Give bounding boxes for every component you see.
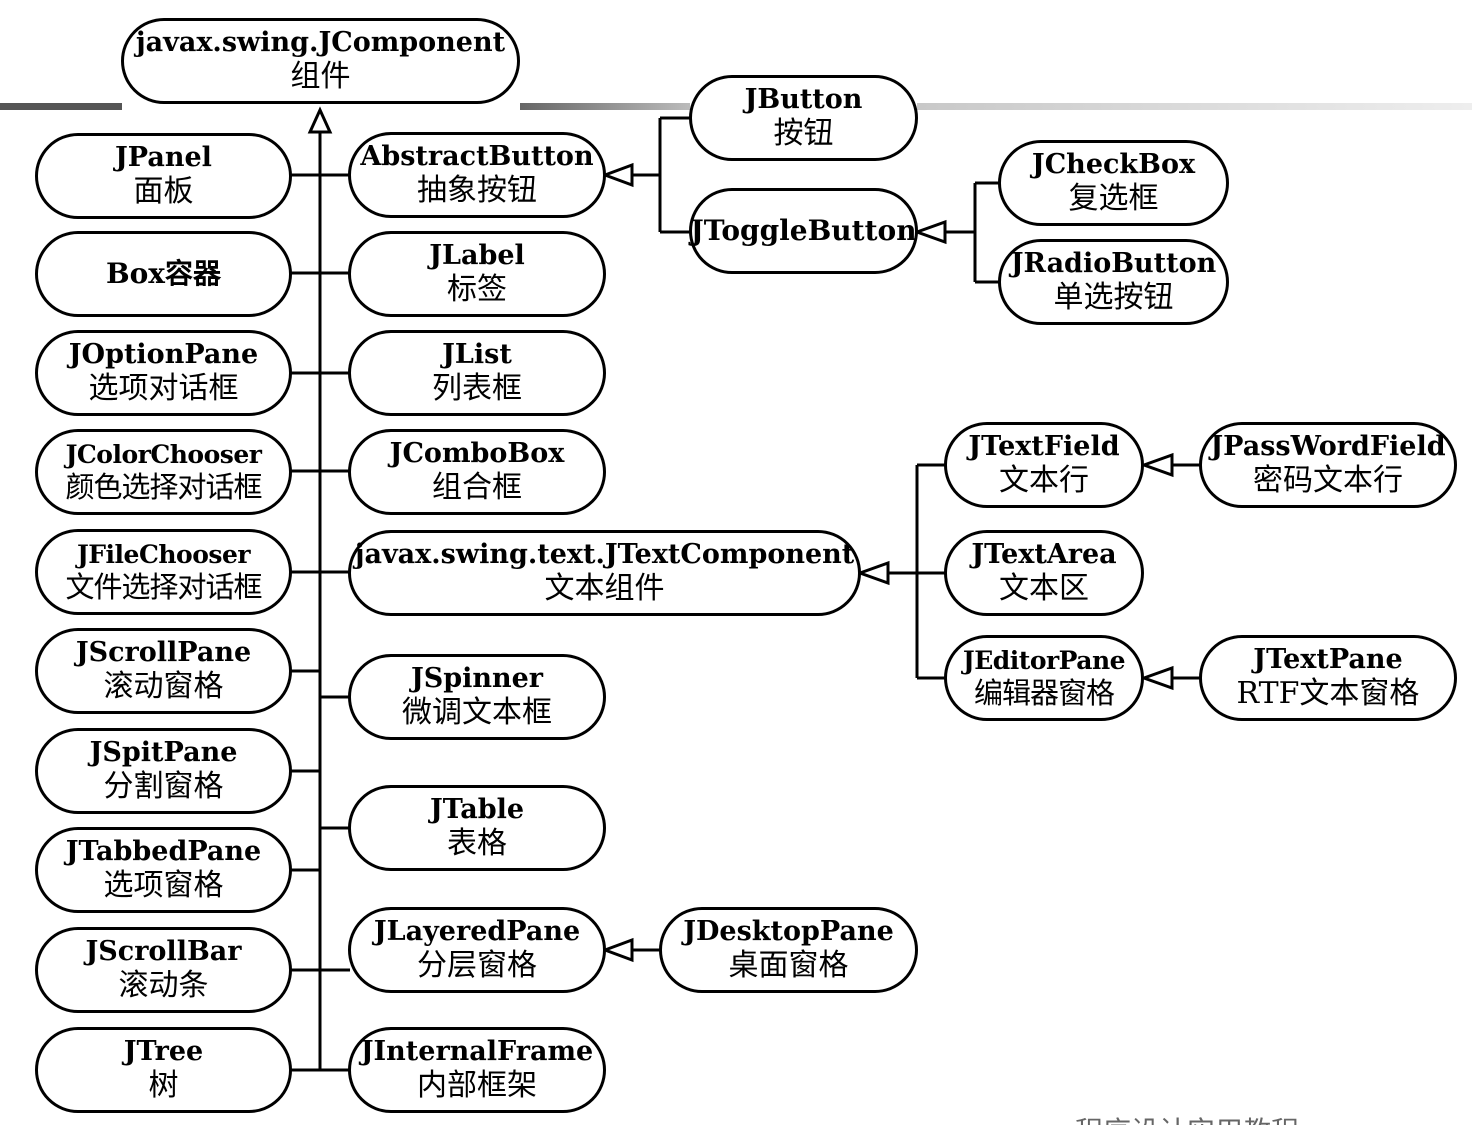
node-jscrollbar-desc: 滚动条 xyxy=(118,968,209,1004)
node-jtextcomponent-desc: 文本组件 xyxy=(544,571,665,607)
node-jcombobox-name: JComboBox xyxy=(389,437,565,469)
node-jradiobutton-desc: 单选按钮 xyxy=(1053,280,1174,316)
title-rule-middle xyxy=(520,103,690,110)
node-jtree: JTree 树 xyxy=(35,1027,292,1113)
node-jspitpane-desc: 分割窗格 xyxy=(103,769,224,805)
node-jtextcomponent-name: javax.swing.text.JTextComponent xyxy=(354,538,855,570)
node-jfilechooser-desc: 文件选择对话框 xyxy=(65,569,262,604)
node-jcomponent: javax.swing.JComponent 组件 xyxy=(121,18,520,104)
node-jdesktoppane-name: JDesktopPane xyxy=(683,915,894,947)
footer-text: 程序设计实用教程 xyxy=(1075,1112,1472,1125)
node-jradiobutton-name: JRadioButton xyxy=(1010,247,1217,279)
node-jtogglebutton-name: JToggleButton xyxy=(690,214,917,248)
node-jcombobox: JComboBox 组合框 xyxy=(348,429,606,515)
node-jpanel-desc: 面板 xyxy=(133,174,194,210)
node-jeditorpane-desc: 编辑器窗格 xyxy=(973,675,1115,710)
node-jpasswordfield-desc: 密码文本行 xyxy=(1253,463,1403,499)
node-jspinner: JSpinner 微调文本框 xyxy=(348,654,606,740)
node-jinternalframe: JInternalFrame 内部框架 xyxy=(348,1027,606,1113)
node-jbutton-desc: 按钮 xyxy=(773,116,834,152)
node-jtextpane: JTextPane RTF文本窗格 xyxy=(1199,635,1457,721)
node-jtextpane-name: JTextPane xyxy=(1253,643,1403,675)
node-jbutton-name: JButton xyxy=(744,83,863,115)
node-box-name: Box容器 xyxy=(105,257,222,291)
node-jpasswordfield-name: JPassWordField xyxy=(1210,430,1446,462)
node-joptionpane: JOptionPane 选项对话框 xyxy=(35,330,292,416)
node-jcheckbox: JCheckBox 复选框 xyxy=(998,140,1229,226)
node-jspitpane-name: JSpitPane xyxy=(89,736,238,768)
node-jtogglebutton: JToggleButton xyxy=(689,188,918,274)
node-jtextarea-desc: 文本区 xyxy=(999,571,1089,607)
node-abstractbutton-desc: 抽象按钮 xyxy=(417,173,537,209)
node-jcomponent-desc: 组件 xyxy=(290,59,351,95)
node-jbutton: JButton 按钮 xyxy=(689,75,918,161)
node-jpanel-name: JPanel xyxy=(115,141,212,173)
node-jtextfield-name: JTextField xyxy=(968,430,1120,462)
node-box: Box容器 xyxy=(35,231,292,317)
node-jinternalframe-desc: 内部框架 xyxy=(417,1068,537,1104)
node-jspitpane: JSpitPane 分割窗格 xyxy=(35,728,292,814)
node-jspinner-desc: 微调文本框 xyxy=(402,695,552,731)
node-jfilechooser-name: JFileChooser xyxy=(76,539,251,569)
node-jcheckbox-name: JCheckBox xyxy=(1031,148,1196,180)
node-jlist-name: JList xyxy=(442,338,512,370)
node-jtextcomponent: javax.swing.text.JTextComponent 文本组件 xyxy=(348,530,861,616)
node-jscrollbar-name: JScrollBar xyxy=(85,935,242,967)
node-jtextpane-desc: RTF文本窗格 xyxy=(1236,676,1420,712)
node-jlabel-name: JLabel xyxy=(429,239,525,271)
node-jscrollpane-name: JScrollPane xyxy=(75,636,252,668)
node-jspinner-name: JSpinner xyxy=(410,662,544,694)
node-jpasswordfield: JPassWordField 密码文本行 xyxy=(1199,422,1457,508)
node-jcolorchooser-desc: 颜色选择对话框 xyxy=(65,469,262,504)
node-jscrollbar: JScrollBar 滚动条 xyxy=(35,927,292,1013)
node-jtable-name: JTable xyxy=(429,793,525,825)
node-jpanel: JPanel 面板 xyxy=(35,133,292,219)
title-rule-right xyxy=(917,103,1472,110)
node-jlabel: JLabel 标签 xyxy=(348,231,606,317)
node-jdesktoppane-desc: 桌面窗格 xyxy=(728,948,849,984)
node-jtree-name: JTree xyxy=(123,1035,204,1067)
node-jdesktoppane: JDesktopPane 桌面窗格 xyxy=(659,907,918,993)
node-jtextarea: JTextArea 文本区 xyxy=(944,530,1144,616)
node-jcombobox-desc: 组合框 xyxy=(432,470,522,506)
node-jlayeredpane-desc: 分层窗格 xyxy=(417,948,537,984)
node-jcolorchooser-name: JColorChooser xyxy=(65,439,262,469)
node-jscrollpane: JScrollPane 滚动窗格 xyxy=(35,628,292,714)
node-jtable-desc: 表格 xyxy=(447,826,507,862)
node-jtabbedpane-name: JTabbedPane xyxy=(65,835,262,867)
node-jfilechooser: JFileChooser 文件选择对话框 xyxy=(35,529,292,615)
node-jeditorpane: JEditorPane 编辑器窗格 xyxy=(944,635,1144,721)
node-jtabbedpane: JTabbedPane 选项窗格 xyxy=(35,827,292,913)
node-joptionpane-desc: 选项对话框 xyxy=(88,371,239,407)
node-jlabel-desc: 标签 xyxy=(447,272,507,308)
node-jcolorchooser: JColorChooser 颜色选择对话框 xyxy=(35,429,292,515)
node-jtextarea-name: JTextArea xyxy=(971,538,1117,570)
node-jtable: JTable 表格 xyxy=(348,785,606,871)
node-jtree-desc: 树 xyxy=(148,1068,179,1104)
node-jlayeredpane: JLayeredPane 分层窗格 xyxy=(348,907,606,993)
node-abstractbutton-name: AbstractButton xyxy=(360,140,594,172)
title-rule-left xyxy=(0,103,122,110)
node-jeditorpane-name: JEditorPane xyxy=(962,645,1126,675)
node-jtextfield-desc: 文本行 xyxy=(999,463,1089,499)
node-jtabbedpane-desc: 选项窗格 xyxy=(103,868,224,904)
node-jcomponent-name: javax.swing.JComponent xyxy=(135,26,506,58)
node-jinternalframe-name: JInternalFrame xyxy=(360,1035,594,1067)
node-jlayeredpane-name: JLayeredPane xyxy=(373,915,581,947)
node-jlist: JList 列表框 xyxy=(348,330,606,416)
node-jtextfield: JTextField 文本行 xyxy=(944,422,1144,508)
node-jradiobutton: JRadioButton 单选按钮 xyxy=(998,239,1229,325)
node-jcheckbox-desc: 复选框 xyxy=(1068,181,1159,217)
node-jscrollpane-desc: 滚动窗格 xyxy=(103,669,224,705)
node-joptionpane-name: JOptionPane xyxy=(68,338,259,370)
node-jlist-desc: 列表框 xyxy=(432,371,522,407)
node-abstractbutton: AbstractButton 抽象按钮 xyxy=(348,132,606,218)
